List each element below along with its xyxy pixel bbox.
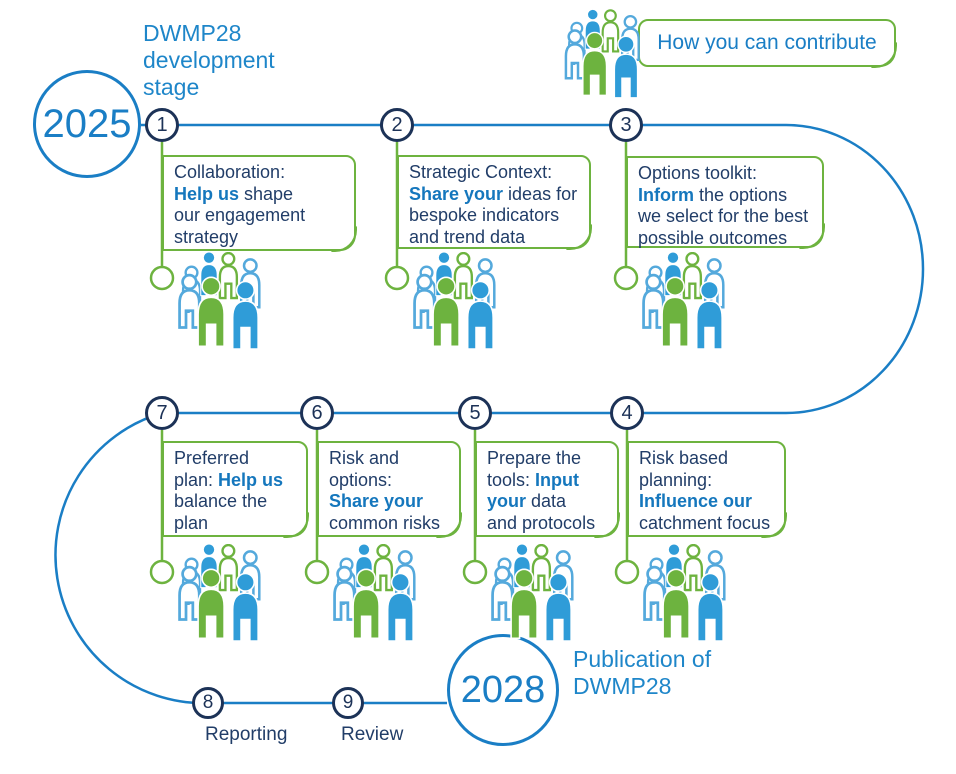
stage-1-number: 1	[156, 113, 168, 136]
stage-3-node-circle	[613, 265, 639, 291]
year-2025-label: 2025	[42, 101, 132, 146]
stage-9-label: Review	[341, 724, 404, 745]
stage-text-segment: your	[487, 491, 527, 511]
stage-text-segment: we select for the best	[638, 206, 809, 226]
people-group-icon	[331, 544, 437, 644]
stage-text-segment: ideas for	[503, 183, 578, 204]
stage-text-segment: the options	[694, 184, 788, 205]
stage-6-marker: 6	[300, 396, 334, 430]
stage-4-node-circle	[614, 559, 640, 585]
stage-9-number: 9	[342, 692, 354, 713]
stage-text-segment: Options toolkit:	[638, 163, 758, 183]
stage-text-segment: Strategic Context:	[409, 162, 553, 182]
stage-text-segment: Risk based	[639, 448, 729, 468]
stage-3-number: 3	[620, 113, 632, 136]
stage-text-segment: Collaboration:	[174, 162, 286, 182]
stage-text-segment: Inform	[638, 184, 694, 205]
stage-text-segment: shape	[239, 183, 294, 204]
stage-5-marker: 5	[458, 396, 492, 430]
stage-1-marker: 1	[145, 108, 179, 142]
stage-1-node-circle	[149, 265, 175, 291]
stage-text-segment: options:	[329, 469, 393, 490]
year-2028-circle: 2028	[447, 634, 559, 746]
year-2028-label: 2028	[460, 668, 546, 711]
stage-text-segment: bespoke indicators	[409, 205, 560, 225]
stage-text-segment: balance the	[174, 491, 268, 511]
people-group-icon	[563, 8, 659, 102]
people-group-icon	[411, 252, 517, 352]
stage-7-number: 7	[156, 401, 168, 424]
stage-7-marker: 7	[145, 396, 179, 430]
stage-5-node-circle	[462, 559, 488, 585]
stage-8-number: 8	[202, 692, 214, 713]
stage-7-node-circle	[149, 559, 175, 585]
stage-text-segment: Risk and	[329, 448, 400, 468]
stage-4-number: 4	[621, 401, 633, 424]
stage-8-marker: 8	[192, 687, 224, 719]
stage-text-segment: Preferred	[174, 448, 250, 468]
publication-caption-line-1: Publication of	[573, 646, 712, 672]
people-group-icon	[176, 252, 282, 352]
people-group-icon	[640, 252, 746, 352]
page-title-line-1: DWMP28	[143, 20, 242, 46]
contribute-legend-bubble: How you can contribute	[638, 19, 897, 68]
stage-4-marker: 4	[610, 396, 644, 430]
stage-text-segment: plan	[174, 512, 209, 533]
stage-5-number: 5	[469, 401, 481, 424]
stage-text-segment: and protocols	[487, 512, 596, 533]
publication-caption-line-2: DWMP28	[573, 673, 672, 699]
people-group-icon	[641, 544, 747, 644]
stage-text-segment: Help us	[218, 469, 284, 490]
stage-text-segment: possible outcomes	[638, 227, 788, 248]
stage-6-node-circle	[304, 559, 330, 585]
stage-6-number: 6	[311, 401, 323, 424]
page-title-line-2: development	[143, 47, 275, 73]
stage-text-segment: data	[526, 491, 567, 511]
stage-text-segment: our engagement	[174, 205, 306, 225]
stage-text-segment: Share your	[409, 183, 504, 204]
contribute-label: How you can contribute	[657, 31, 877, 55]
year-2025-circle: 2025	[33, 70, 141, 178]
stage-text-segment: common risks	[329, 512, 441, 533]
stage-text-segment: plan:	[174, 469, 219, 490]
stage-text-segment: strategy	[174, 226, 239, 247]
page-title: DWMP28 development stage	[143, 20, 275, 101]
stage-text-segment: Influence our	[639, 491, 753, 511]
publication-caption: Publication of DWMP28	[573, 646, 711, 700]
timeline-path	[54, 123, 925, 705]
stage-3-marker: 3	[609, 108, 643, 142]
stage-text-segment: Share your	[329, 491, 424, 511]
stage-text-segment: Help us	[174, 183, 240, 204]
stage-text-segment: catchment focus	[639, 512, 771, 533]
stage-2-marker: 2	[380, 108, 414, 142]
stage-2-number: 2	[391, 113, 403, 136]
stage-2-node-circle	[384, 265, 410, 291]
stage-text-segment: tools:	[487, 469, 536, 490]
stage-8-label: Reporting	[205, 724, 288, 745]
people-group-icon	[176, 544, 282, 644]
stage-text-segment: and trend data	[409, 226, 526, 247]
stage-text-segment: Prepare the	[487, 448, 582, 468]
stage-9-marker: 9	[332, 687, 364, 719]
stage-text-segment: planning:	[639, 469, 713, 490]
stage-text-segment: Input	[535, 469, 580, 490]
page-title-line-3: stage	[143, 74, 200, 100]
people-group-icon	[489, 544, 595, 644]
